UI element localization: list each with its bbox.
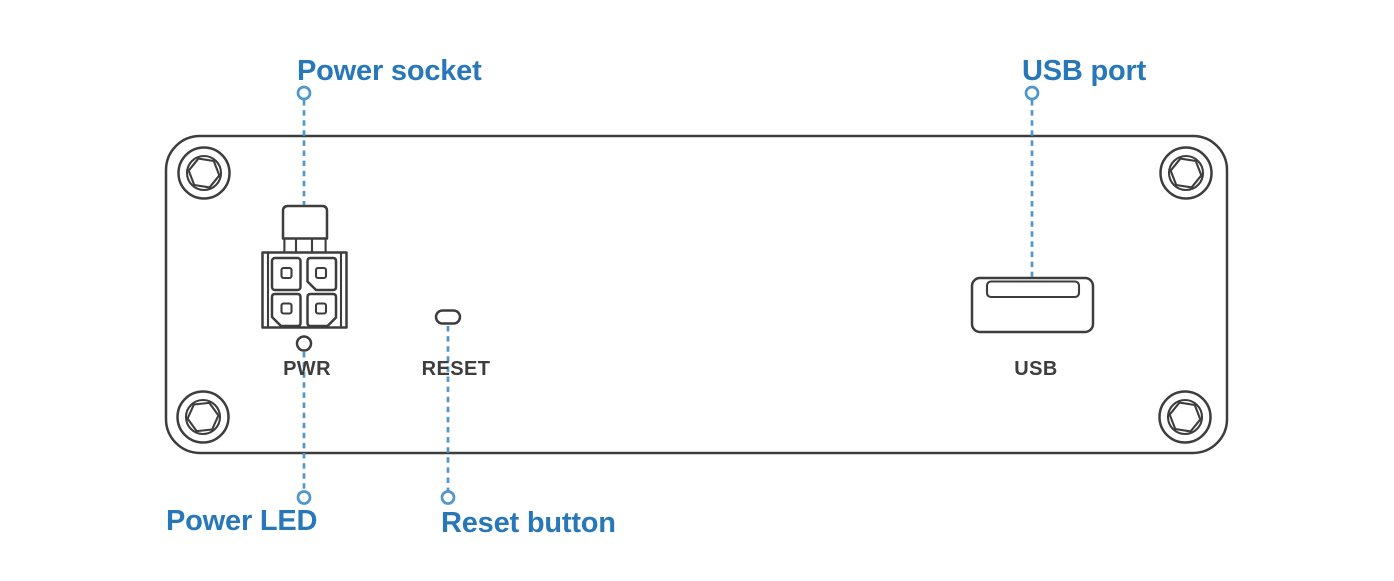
corner-screw-icon [1158,390,1212,444]
callout-power-socket: Power socket [297,55,482,87]
corner-screw-icon [1159,146,1213,200]
power-socket-pin [270,256,302,292]
corner-screw-icon [176,390,230,444]
power-led-graphic [295,335,313,352]
leader-dot-power-socket [296,85,312,101]
leader-dot-reset-button [440,490,456,505]
power-socket-latch-tab [294,237,314,254]
power-socket-body [261,251,348,329]
port-label-usb: USB [1014,358,1058,380]
usb-port-graphic [970,276,1095,334]
power-socket-graphic [261,204,348,329]
reset-hole-graphic [434,309,462,325]
callout-reset-button: Reset button [441,507,616,539]
leader-dot-usb-port [1024,85,1040,101]
corner-screw-icon [177,146,231,200]
power-socket-pin [306,256,338,292]
power-socket-latch [281,204,329,240]
power-socket-pin [306,292,338,328]
port-label-reset: RESET [421,358,491,380]
power-socket-pin [270,292,302,328]
callout-power-led: Power LED [166,505,318,537]
leader-dot-power-led [296,490,312,505]
callout-usb-port: USB port [1022,55,1147,87]
device-outline [164,134,1229,455]
port-label-pwr: PWR [283,358,331,380]
